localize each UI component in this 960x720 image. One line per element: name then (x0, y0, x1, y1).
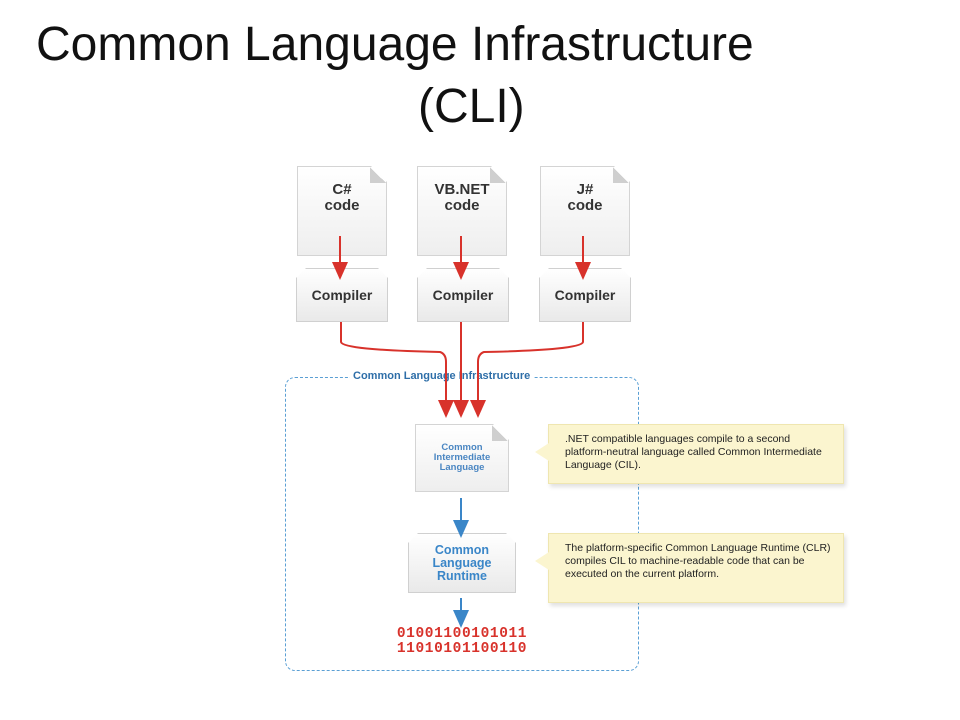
source-doc-label-line2: code (567, 197, 603, 214)
source-doc-label-line1: C# (332, 181, 352, 198)
source-doc-csharp: C# code (297, 166, 387, 256)
compiler-box-vbnet: Compiler (417, 268, 509, 322)
cil-label-line3: Language (439, 462, 485, 473)
machine-code-output: 01001100101011 11010101100110 (372, 627, 552, 657)
source-doc-label-line2: code (444, 197, 480, 214)
cil-document: Common Intermediate Language (415, 424, 509, 492)
cil-label-line2: Intermediate (433, 452, 491, 463)
compiler-box-csharp: Compiler (296, 268, 388, 322)
callout-pointer (535, 552, 549, 570)
page-fold-icon (490, 167, 506, 183)
binary-line2: 11010101100110 (396, 641, 528, 657)
cil-note-text: .NET compatible languages compile to a s… (565, 433, 822, 471)
clr-label-line1: Common (434, 542, 490, 557)
source-doc-jsharp: J# code (540, 166, 630, 256)
clr-label-line2: Language (432, 555, 492, 570)
page-fold-icon (613, 167, 629, 183)
clr-note-text: The platform-specific Common Language Ru… (565, 542, 831, 580)
compiler-box-jsharp: Compiler (539, 268, 631, 322)
cli-container-label: Common Language Infrastructure (350, 370, 534, 382)
callout-pointer (535, 443, 549, 461)
cil-callout-note: .NET compatible languages compile to a s… (535, 424, 844, 484)
cil-label-line1: Common (441, 442, 483, 453)
slide-title-line1: Common Language Infrastructure (36, 18, 754, 71)
source-doc-vbnet: VB.NET code (417, 166, 507, 256)
clr-callout-note: The platform-specific Common Language Ru… (535, 533, 844, 603)
source-doc-label-line1: VB.NET (434, 181, 490, 198)
source-doc-label-line2: code (324, 197, 360, 214)
clr-box: Common Language Runtime (408, 533, 516, 593)
source-doc-label-line1: J# (576, 181, 594, 198)
binary-line1: 01001100101011 (396, 626, 528, 642)
page-fold-icon (370, 167, 386, 183)
clr-label-line3: Runtime (437, 568, 487, 583)
slide-title-line2: (CLI) (418, 80, 525, 133)
